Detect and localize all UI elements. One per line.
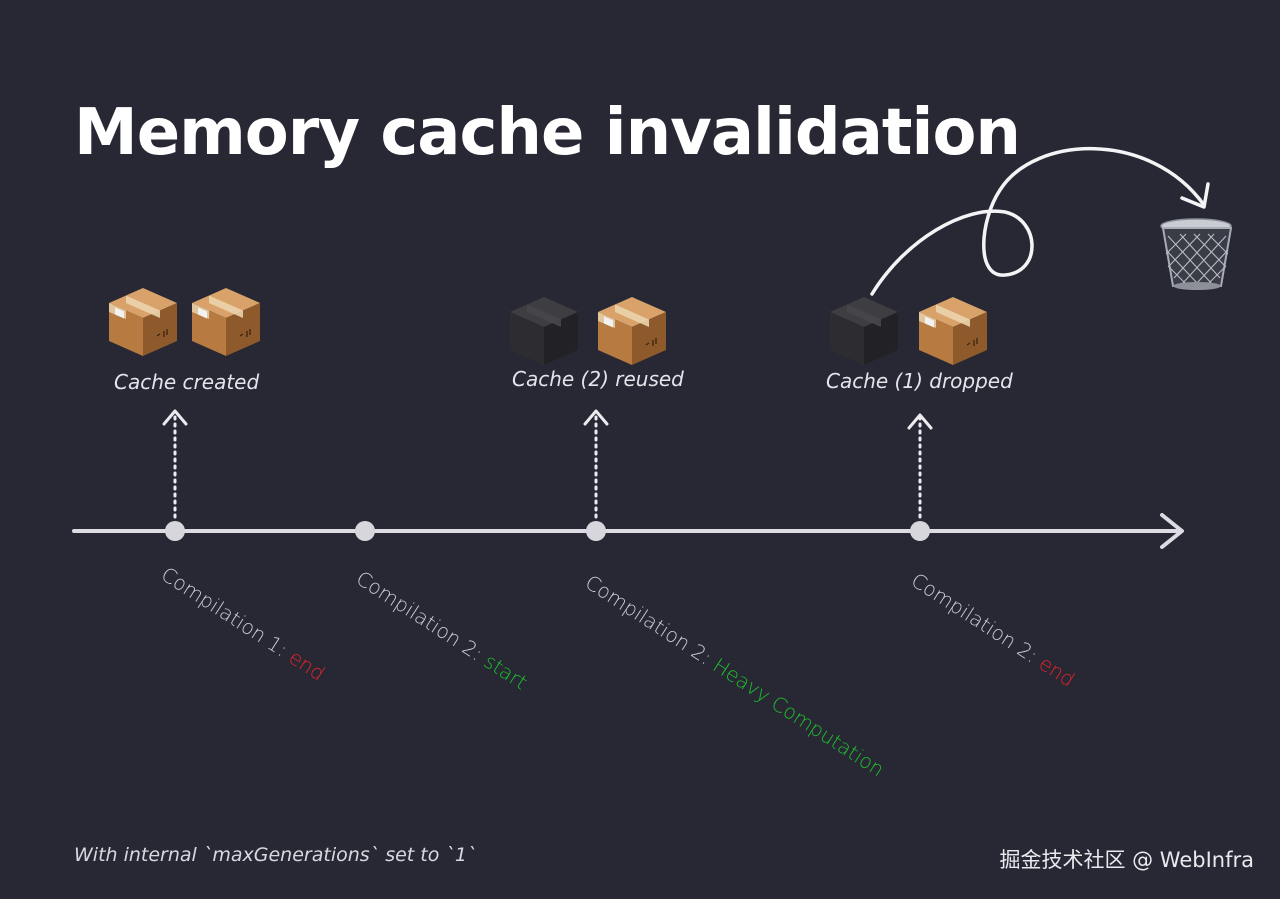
timeline-arrowhead [1160, 513, 1184, 549]
package-box-icon [108, 287, 178, 357]
dotted-arrow-1 [162, 409, 188, 519]
timeline-node-2 [355, 521, 375, 541]
timeline-node-4 [910, 521, 930, 541]
timeline [72, 513, 1184, 549]
trash-bin-icon [1160, 218, 1233, 290]
cache-event-label: Cache created [114, 370, 260, 394]
timeline-node-3 [586, 521, 606, 541]
package-box-icon [191, 287, 261, 357]
footnote: With internal `maxGenerations` set to `1… [74, 844, 477, 866]
dotted-arrow-2 [583, 409, 609, 519]
timeline-node-1 [165, 521, 185, 541]
cache-event-label: Cache (1) dropped [826, 369, 1013, 393]
dotted-arrow-3 [907, 413, 933, 519]
page-title: Memory cache invalidation [74, 96, 1021, 170]
dark-box-icon [830, 297, 898, 365]
package-box-icon [597, 296, 667, 366]
drop-curve-arrow [870, 146, 1210, 296]
watermark: 掘金技术社区 @ WebInfra [999, 848, 1254, 872]
package-box-icon [918, 296, 988, 366]
dark-box-icon [510, 297, 578, 365]
cache-event-label: Cache (2) reused [512, 367, 684, 391]
